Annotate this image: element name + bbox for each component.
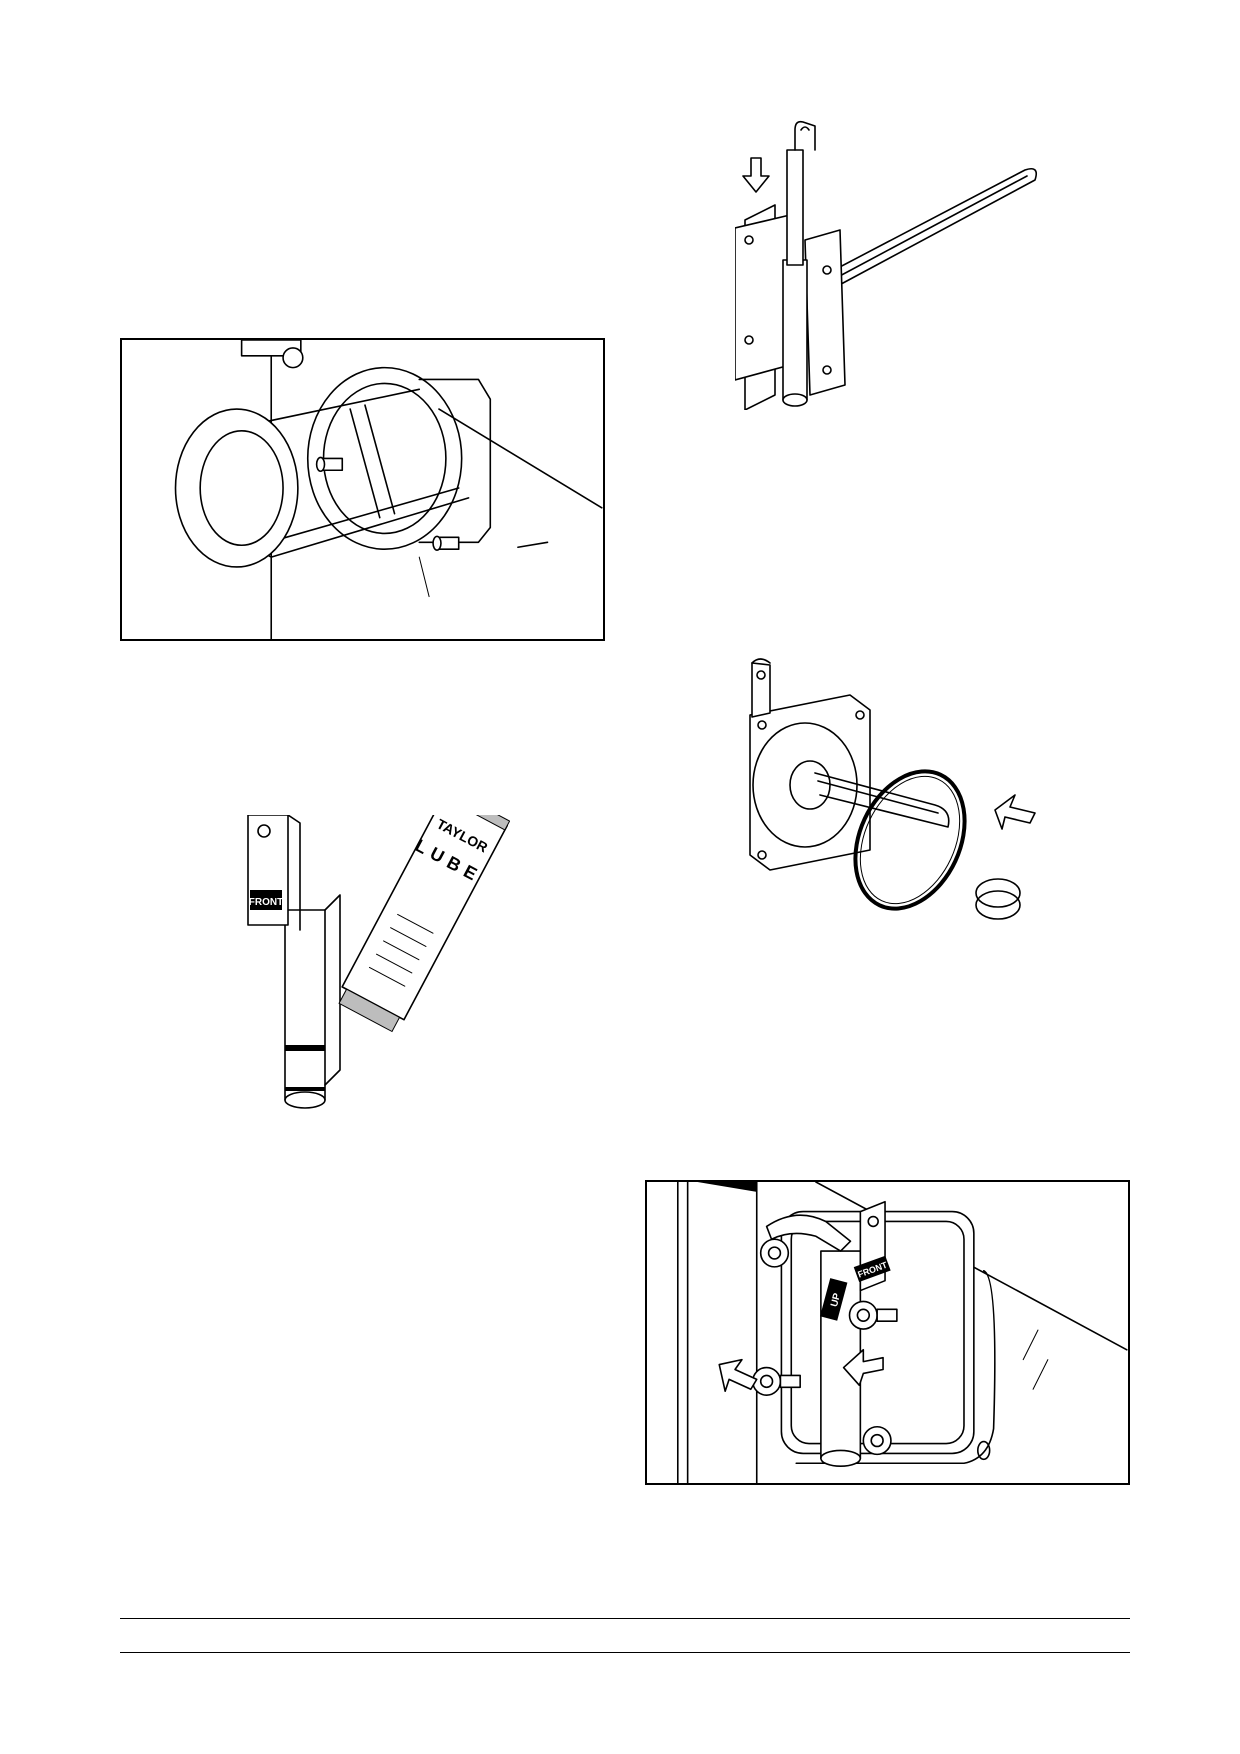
- knob-icon: [761, 1239, 789, 1267]
- footer-rule-top: [120, 1618, 1130, 1619]
- draw-tube-lube-drawing: FRONT TAYLOR LUBE: [240, 815, 510, 1120]
- stud-icon: [317, 457, 343, 471]
- figure-draw-tube-lube: FRONT TAYLOR LUBE: [240, 815, 510, 1120]
- door-assembly-drawing: UP FRONT: [647, 1182, 1128, 1483]
- heater-bracket-drawing: [735, 110, 1065, 410]
- figure-heater-oring: [740, 655, 1060, 945]
- knob-icon: [863, 1427, 891, 1455]
- figure-sleeve-assembly: [120, 338, 605, 641]
- figure-heater-bracket-insert: [735, 110, 1065, 410]
- arrow-icon: [719, 1360, 757, 1392]
- arrow-icon: [844, 1350, 883, 1386]
- down-arrow-icon: [743, 158, 769, 192]
- heater-oring-drawing: [740, 655, 1060, 945]
- up-label: UP: [829, 1292, 843, 1308]
- knob-icon: [850, 1301, 897, 1329]
- o-ring-icon: [834, 754, 985, 927]
- footer-rule-bottom: [120, 1652, 1130, 1653]
- stud-icon: [433, 536, 459, 550]
- front-label: FRONT: [249, 897, 283, 908]
- arrow-icon: [995, 795, 1035, 829]
- bushing-icon: [976, 879, 1020, 919]
- sleeve-assembly-drawing: [122, 340, 603, 639]
- figure-door-assembly: UP FRONT: [645, 1180, 1130, 1485]
